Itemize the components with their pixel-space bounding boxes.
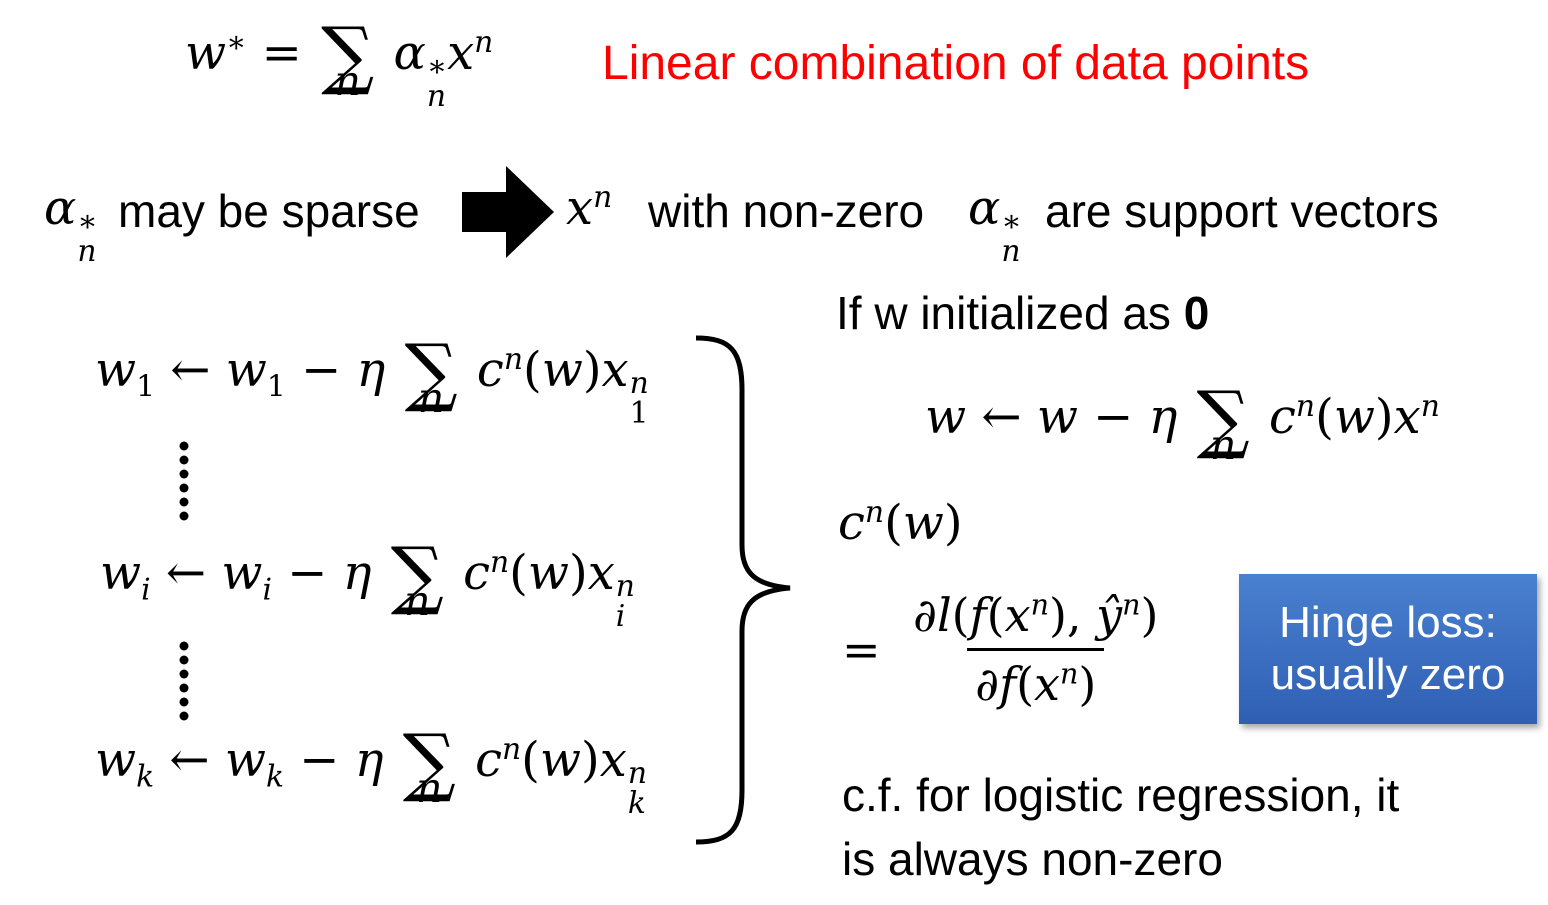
sparse-mid-text: with non-zero: [648, 185, 925, 237]
sparse-right-text: are support vectors: [1045, 185, 1439, 237]
init-note: If w initialized as 0: [836, 286, 1209, 340]
right-brace: [695, 335, 791, 845]
footnote-line-1: c.f. for logistic regression, it: [842, 769, 1400, 821]
hinge-line-1: Hinge loss:: [1279, 598, 1497, 648]
derivative-formula: = ∂l(f(xn), ŷn) ∂f(xn): [842, 588, 1159, 711]
headline: Linear combination of data points: [602, 37, 1310, 90]
alpha-symbol-2: α∗n: [968, 180, 1022, 270]
init-note-text: If w initialized as: [836, 287, 1184, 339]
vertical-dots-2: [179, 641, 189, 721]
x-n-symbol: xn: [566, 180, 613, 236]
footnote-line-2: is always non-zero: [842, 833, 1223, 885]
hinge-line-2: usually zero: [1270, 650, 1506, 699]
cn-w: cn(w): [838, 495, 963, 551]
vertical-dots-1: [179, 441, 189, 521]
update-w-vector: w ← w − η ∑n cn(w)xn: [925, 375, 1440, 469]
alpha-symbol: α∗n: [44, 180, 98, 270]
right-arrow-icon: [462, 166, 554, 258]
hinge-loss-box: Hinge loss: usually zero: [1239, 574, 1537, 724]
init-note-bold: 0: [1183, 287, 1210, 339]
sparse-left-text: may be sparse: [118, 185, 420, 237]
